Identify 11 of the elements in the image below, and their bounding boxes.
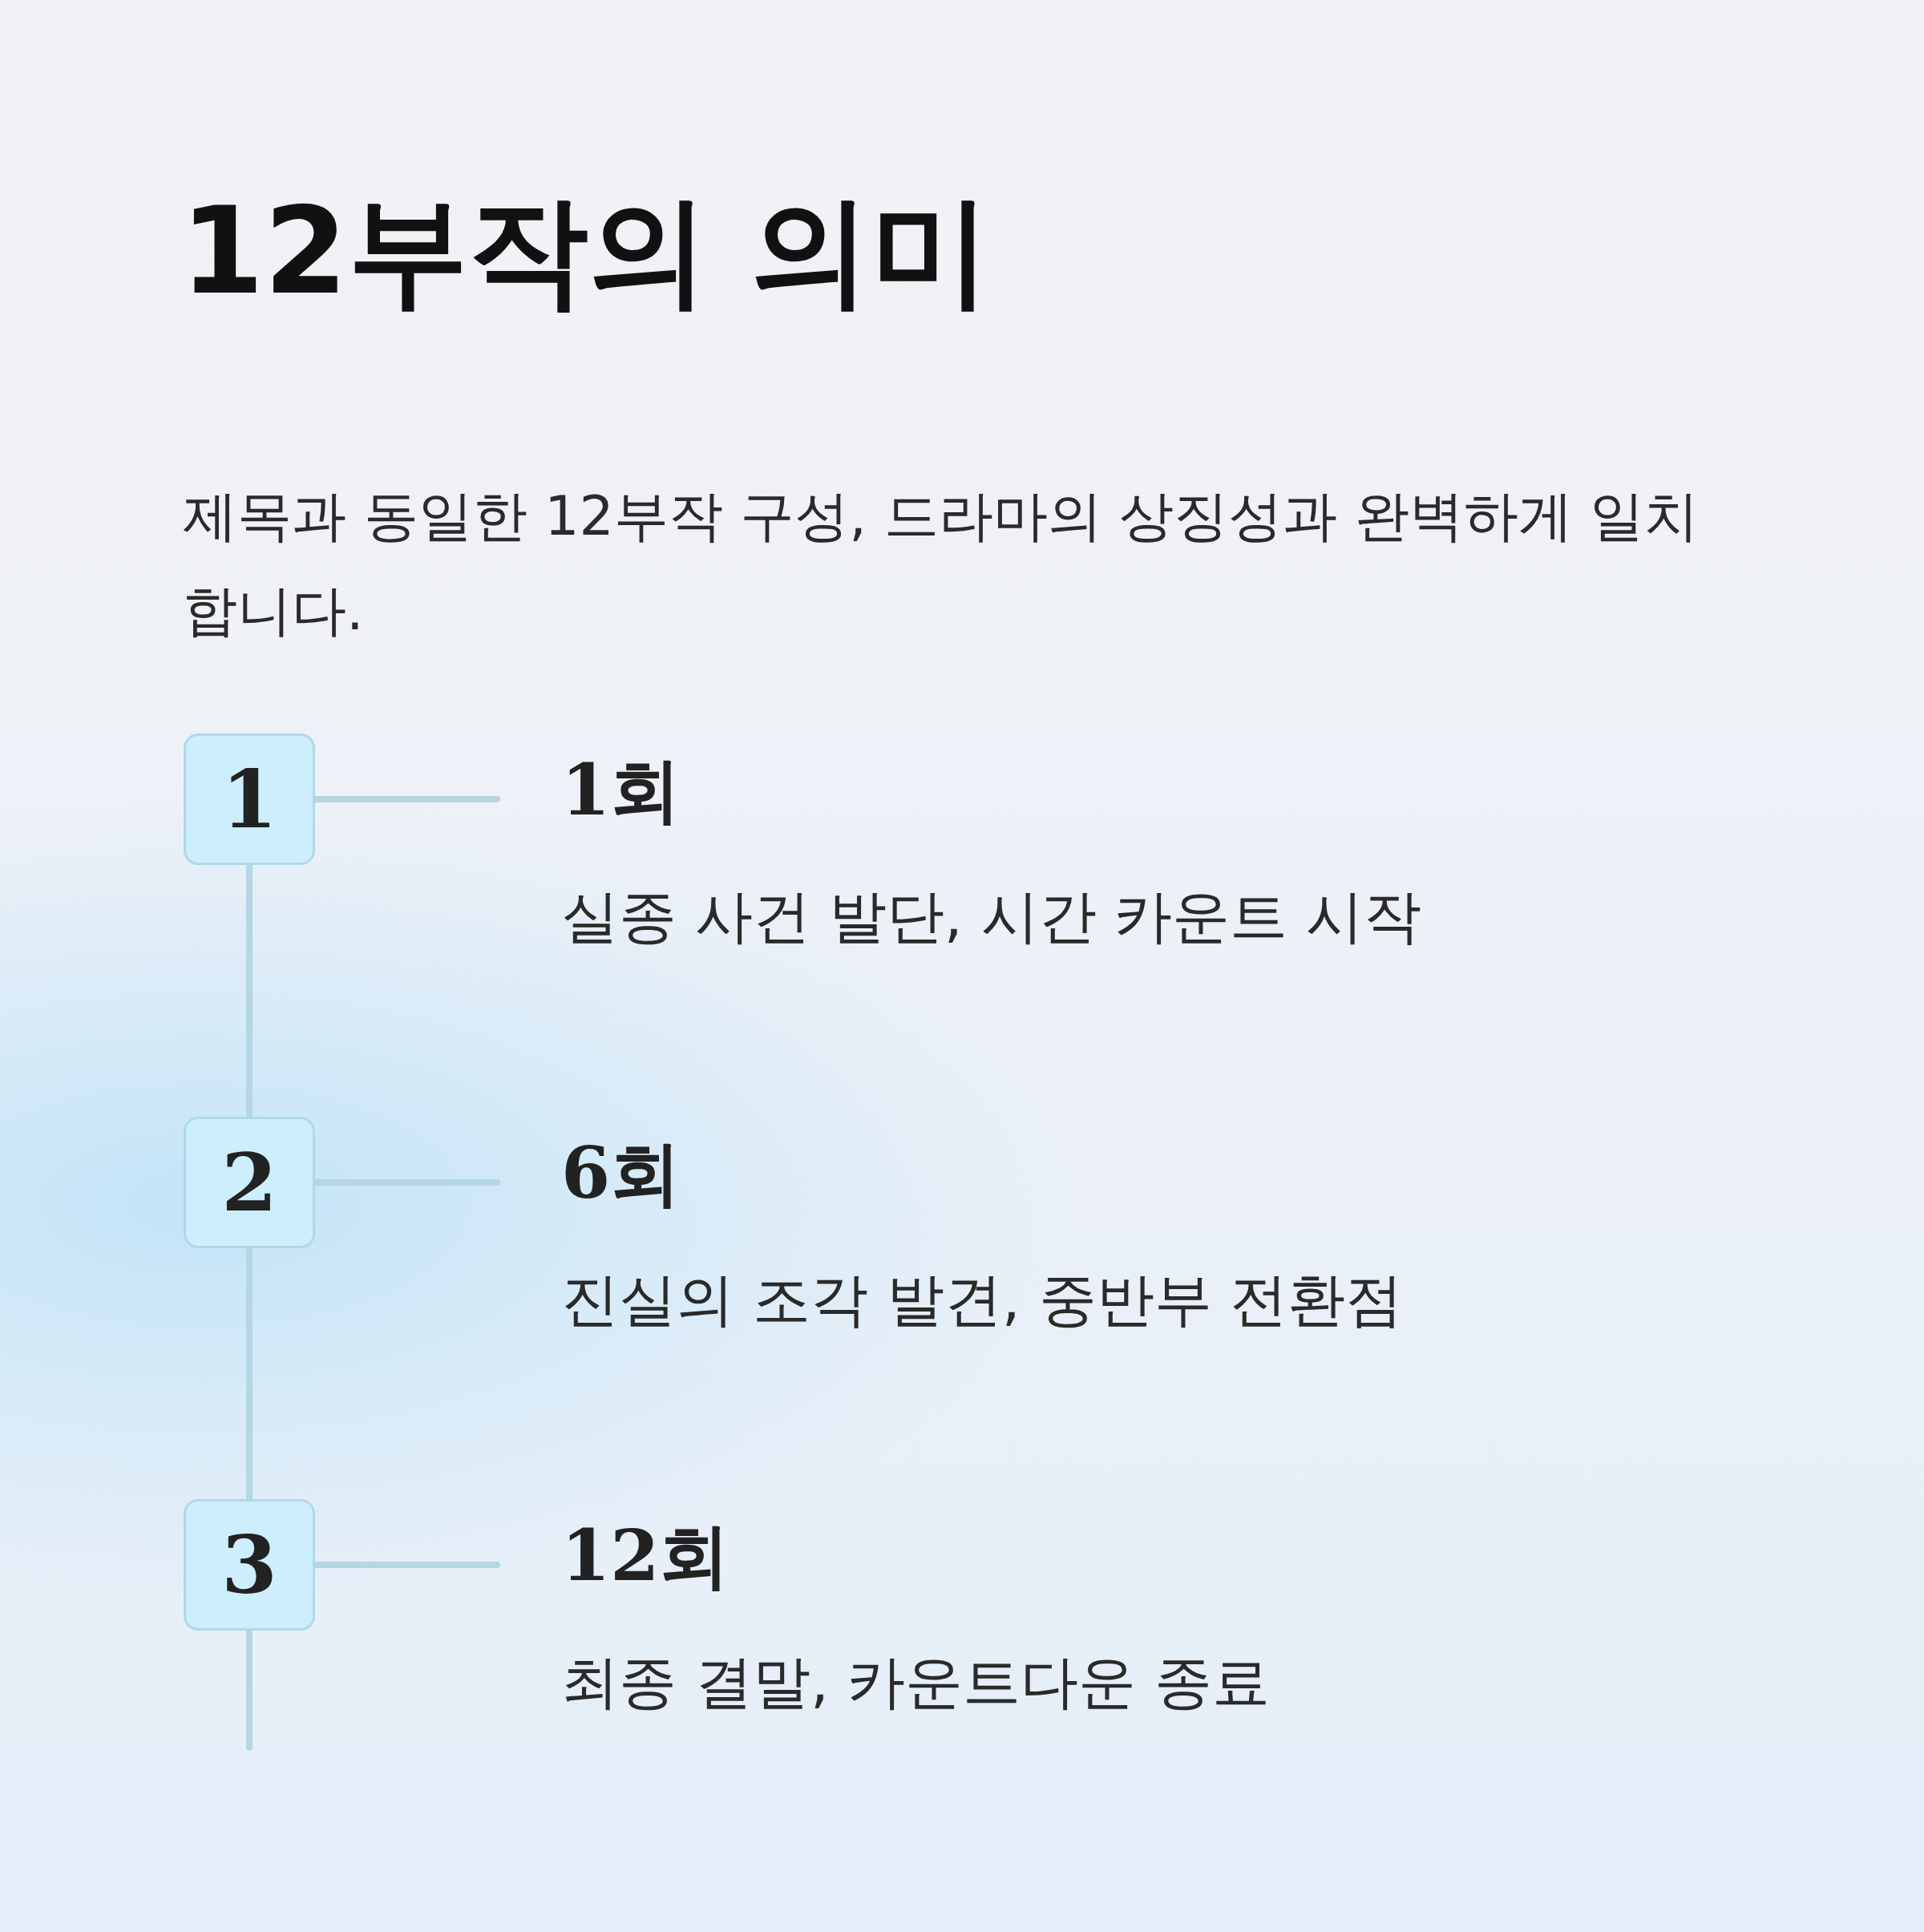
title: 12부작의 의미 xyxy=(180,180,991,322)
intro-text: 제목과 동일한 12부작 구성, 드라마의 상징성과 완벽하게 일치합니다. xyxy=(183,483,1700,644)
episode-heading: 12회 xyxy=(561,1513,730,1599)
episode-description: 최종 결말, 카운트다운 종료 xyxy=(561,1647,1271,1717)
episode-heading: 6회 xyxy=(561,1130,681,1216)
step-number-box: 1 xyxy=(184,734,315,865)
step-number-box: 2 xyxy=(184,1117,315,1248)
step-number-box: 3 xyxy=(184,1499,315,1631)
episode-heading: 1회 xyxy=(561,747,681,833)
episode-description: 실종 사건 발단, 시간 카운트 시작 xyxy=(561,882,1423,952)
episode-description: 진실의 조각 발견, 중반부 전환점 xyxy=(561,1265,1405,1335)
